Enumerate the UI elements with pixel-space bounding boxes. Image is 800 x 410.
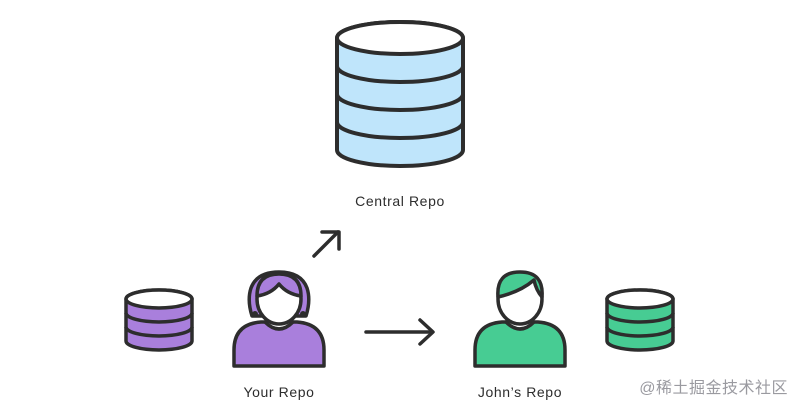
central-repo-label: Central Repo	[355, 193, 445, 209]
your-person-icon	[232, 270, 326, 368]
arrow-up-right-icon	[312, 230, 341, 258]
your-repo-label: Your Repo	[243, 384, 315, 400]
arrow-right-icon	[364, 318, 435, 346]
watermark: @稀土掘金技术社区	[639, 380, 788, 397]
johns-repo-database-icon	[605, 288, 675, 352]
central-repo-database-icon	[335, 20, 465, 168]
your-repo-database-icon	[124, 288, 194, 352]
johns-person-icon	[473, 270, 567, 368]
johns-repo-label: John’s Repo	[477, 384, 563, 400]
